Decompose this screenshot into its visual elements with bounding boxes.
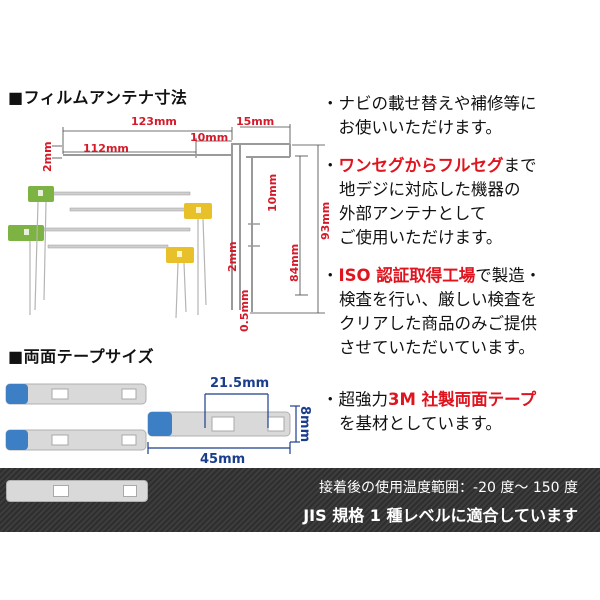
feature-2-line-1: ・ワンセグからフルセグまで <box>322 156 537 175</box>
feature-4-highlight: 3M 社製両面テープ <box>388 390 537 409</box>
tape-section-title: ■両面テープサイズ <box>8 347 155 366</box>
dim-0-5mm: 0.5mm <box>238 289 251 332</box>
feature-item-3: ・ISO 認証取得工場で製造・ 検査を行い、厳しい検査を クリアした商品のみご提… <box>322 264 598 360</box>
dim-2mm-left: 2mm <box>41 141 54 172</box>
film-antenna-diagram: 123mm 112mm 10mm 15mm 2mm 10mm 2mm 0.5mm… <box>0 100 340 340</box>
feature-item-2: ・ワンセグからフルセグまで 地デジに対応した機器の 外部アンテナとして ご使用い… <box>322 154 598 250</box>
dim-21-5mm: 21.5mm <box>210 376 270 391</box>
dim-123mm: 123mm <box>131 115 177 128</box>
feature-4-line-2: を基材としています。 <box>339 414 502 433</box>
feature-1-line-2: お使いいただけます。 <box>322 118 502 137</box>
feature-3-line-3: クリアした商品のみご提供 <box>339 314 537 333</box>
feature-2-highlight: ワンセグからフルセグ <box>338 156 504 175</box>
feature-4-prefix: ・超強力 <box>322 390 388 409</box>
tape-diagram: 21.5mm 8mm 45mm <box>0 362 340 501</box>
feature-3-line-4: させていただいています。 <box>339 338 535 357</box>
dim-10mm-vertical: 10mm <box>266 173 279 212</box>
feature-item-1: ・ナビの載せ替えや補修等に お使いいただけます。 <box>322 92 598 140</box>
feature-3-highlight: ISO 認証取得工場 <box>338 266 476 285</box>
dim-2mm-right: 2mm <box>226 241 239 272</box>
feature-2-line-2: 地デジに対応した機器の <box>339 180 521 199</box>
feature-3-suffix: で製造・ <box>475 266 542 285</box>
temperature-range-text: 接着後の使用温度範囲：-20 度～ 150 度 <box>319 480 578 496</box>
dim-10mm-horizontal: 10mm <box>190 131 229 144</box>
feature-2-line-4: ご使用いただけます。 <box>339 228 503 247</box>
dim-112mm: 112mm <box>83 142 129 155</box>
dim-84mm: 84mm <box>288 243 301 282</box>
feature-item-4: ・超強力3M 社製両面テープ を基材としています。 <box>322 388 598 436</box>
dim-45mm: 45mm <box>200 452 246 467</box>
feature-1-line-1: ・ナビの載せ替えや補修等に <box>322 94 537 113</box>
feature-2-suffix: まで <box>503 156 537 175</box>
dim-8mm: 8mm <box>297 406 312 443</box>
feature-list: ・ナビの載せ替えや補修等に お使いいただけます。 ・ワンセグからフルセグまで 地… <box>322 92 598 436</box>
film-antenna-section-title: ■フィルムアンテナ寸法 <box>8 88 188 107</box>
jis-standard-text: JIS 規格 1 種レベルに適合しています <box>303 506 578 525</box>
film-antenna-svg <box>8 124 325 319</box>
feature-2-line-3: 外部アンテナとして <box>339 204 487 223</box>
tape-strip-bottom <box>6 480 148 502</box>
feature-3-line-1: ・ISO 認証取得工場で製造・ <box>322 266 542 285</box>
feature-4-line-1: ・超強力3M 社製両面テープ <box>322 388 598 412</box>
feature-3-line-2: 検査を行い、厳しい検査を <box>339 290 537 309</box>
dim-15mm: 15mm <box>236 115 275 128</box>
